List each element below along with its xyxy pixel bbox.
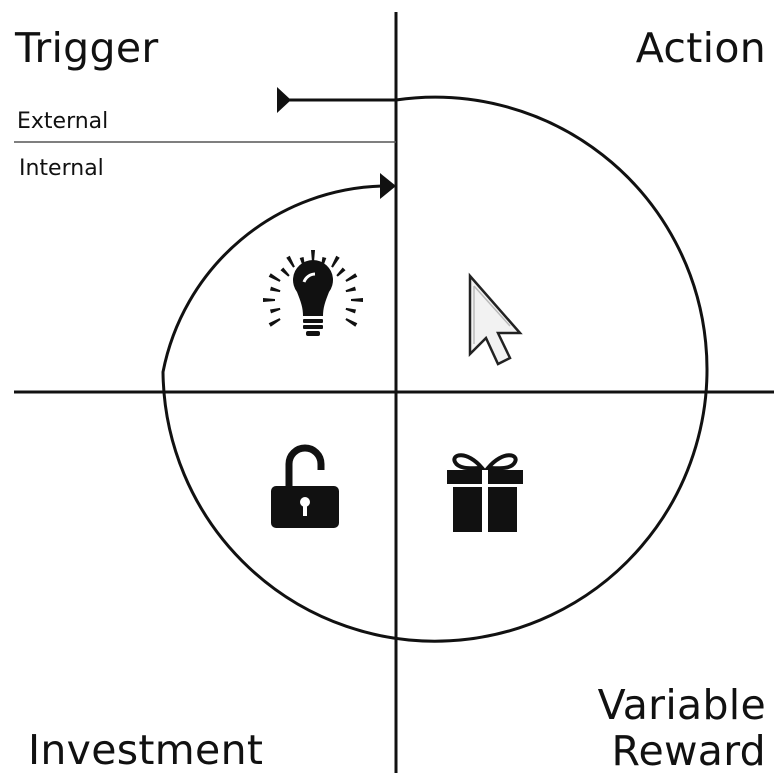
lightbulb-icon	[263, 250, 363, 336]
cursor-arrow-icon	[468, 272, 523, 366]
investment-label: Investment	[28, 726, 264, 774]
variable-reward-label: Variable Reward	[598, 682, 766, 774]
action-label: Action	[635, 24, 766, 72]
variable-reward-line2: Reward	[611, 727, 766, 775]
trigger-label: Trigger	[15, 24, 159, 72]
internal-trigger-label: Internal	[19, 156, 104, 181]
external-trigger-label: External	[17, 109, 109, 134]
external-arrowhead	[277, 87, 291, 113]
unlock-icon	[271, 444, 339, 528]
internal-arrowhead	[380, 173, 396, 199]
gift-icon	[447, 453, 523, 532]
cycle-arc	[161, 95, 709, 643]
variable-reward-line1: Variable	[597, 681, 766, 729]
